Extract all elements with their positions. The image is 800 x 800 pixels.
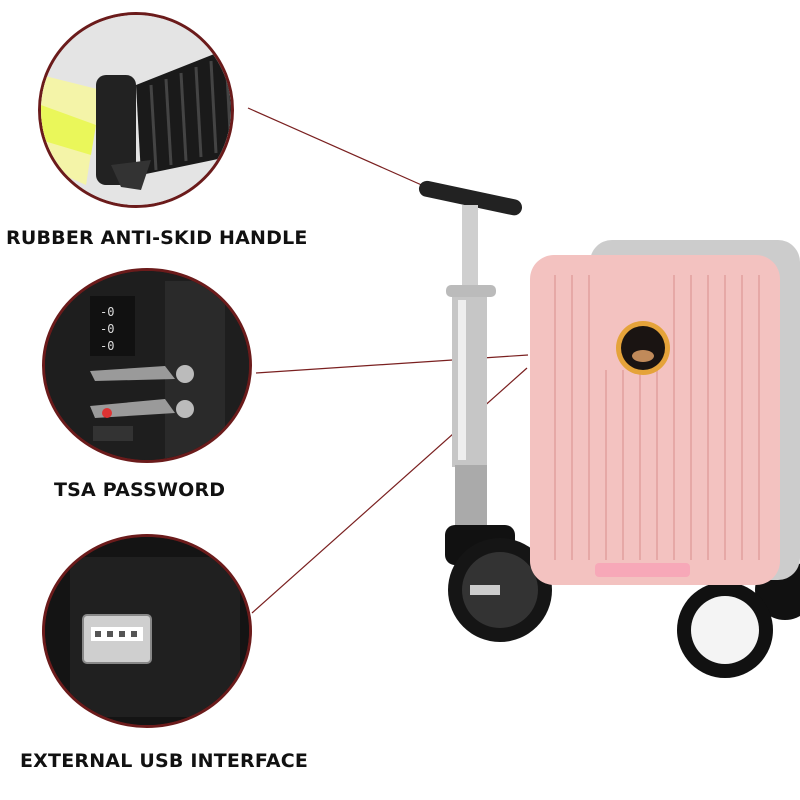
tsa-detail-circle: -0 -0 -0	[42, 268, 252, 463]
suitcase-body	[530, 255, 780, 585]
svg-text:-0: -0	[100, 339, 114, 353]
usb-detail-circle	[42, 534, 252, 728]
handle-grip-icon	[41, 15, 231, 205]
feature-label-tsa: TSA PASSWORD	[54, 479, 226, 501]
svg-text:-0: -0	[100, 305, 114, 319]
feature-label-usb: EXTERNAL USB INTERFACE	[20, 750, 309, 772]
feature-label-handle: RUBBER ANTI-SKID HANDLE	[6, 227, 308, 249]
usb-port-icon	[45, 537, 249, 725]
svg-text:-0: -0	[100, 322, 114, 336]
tsa-lock-icon: -0 -0 -0	[45, 271, 249, 460]
handle-detail-circle	[38, 12, 234, 208]
